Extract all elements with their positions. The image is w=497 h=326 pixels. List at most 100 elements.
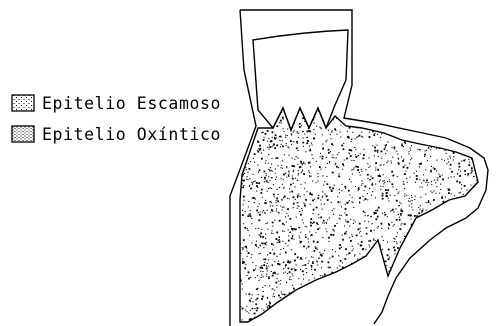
stipple-dot — [432, 192, 433, 193]
stipple-dot — [446, 305, 447, 306]
stipple-dot — [429, 320, 430, 321]
stipple-dot — [377, 282, 379, 284]
stipple-dot — [291, 249, 292, 250]
stipple-dot — [391, 274, 393, 276]
stipple-dot — [339, 303, 340, 304]
stipple-dot — [413, 240, 415, 242]
stipple-dot — [331, 312, 333, 314]
stipple-dot — [421, 212, 422, 213]
stipple-dot — [387, 254, 389, 256]
stipple-dot — [367, 281, 368, 282]
stipple-dot — [305, 236, 307, 238]
stipple-dot — [369, 246, 370, 247]
stipple-dot — [454, 136, 455, 137]
stipple-dot — [302, 142, 304, 144]
stipple-dot — [237, 155, 238, 156]
stipple-dot — [260, 318, 261, 319]
stipple-dot — [257, 117, 258, 118]
stipple-dot — [361, 316, 363, 318]
stipple-dot — [318, 105, 319, 106]
stipple-dot — [265, 133, 267, 135]
stipple-dot — [352, 250, 353, 251]
stipple-dot — [267, 263, 268, 264]
stipple-dot — [392, 147, 393, 148]
stipple-dot — [270, 201, 271, 202]
stipple-dot — [269, 180, 270, 181]
stipple-dot — [352, 173, 353, 174]
stipple-dot — [380, 164, 381, 165]
stipple-dot — [286, 167, 287, 168]
stipple-dot — [449, 209, 450, 210]
stipple-dot — [453, 301, 454, 302]
stipple-dot — [288, 175, 289, 176]
stipple-dot — [382, 126, 384, 128]
stipple-dot — [360, 153, 361, 154]
stipple-dot — [461, 266, 463, 268]
stipple-dot — [429, 121, 430, 122]
stipple-dot — [478, 144, 480, 146]
stipple-dot — [338, 201, 339, 202]
stipple-dot — [359, 202, 360, 203]
stipple-dot — [470, 293, 471, 294]
stipple-dot — [476, 302, 478, 304]
stipple-dot — [341, 190, 342, 191]
stipple-dot — [461, 288, 462, 289]
stipple-dot — [421, 256, 422, 257]
stipple-dot — [445, 204, 447, 206]
stipple-dot — [334, 185, 335, 186]
stipple-dot — [386, 162, 387, 163]
stipple-dot — [437, 177, 438, 178]
stipple-dot — [474, 311, 475, 312]
stipple-dot — [423, 305, 424, 306]
stipple-dot — [319, 252, 320, 253]
stipple-dot — [470, 141, 471, 142]
stipple-dot — [382, 193, 383, 194]
stipple-dot — [461, 257, 462, 258]
stipple-dot — [424, 256, 425, 257]
stipple-dot — [301, 284, 302, 285]
stipple-dot — [401, 118, 402, 119]
stipple-dot — [404, 223, 406, 225]
stipple-dot — [373, 259, 375, 261]
stipple-dot — [451, 304, 452, 305]
stipple-dot — [308, 141, 309, 142]
stipple-dot — [433, 191, 434, 192]
stipple-dot — [349, 225, 350, 226]
stipple-dot — [441, 242, 442, 243]
stipple-dot — [460, 192, 461, 193]
stipple-dot — [274, 137, 275, 138]
stipple-dot — [413, 303, 415, 305]
stipple-dot — [397, 247, 399, 249]
stipple-dot — [445, 197, 446, 198]
stipple-dot — [307, 105, 308, 106]
stipple-dot — [465, 212, 466, 213]
stipple-dot — [422, 258, 423, 259]
stipple-dot — [451, 301, 452, 302]
stipple-dot — [268, 176, 269, 177]
stipple-dot — [467, 189, 468, 190]
stipple-dot — [322, 315, 323, 316]
stipple-dot — [327, 199, 329, 201]
stipple-dot — [452, 298, 453, 299]
stipple-dot — [391, 275, 392, 276]
stipple-dot — [350, 319, 351, 320]
stipple-dot — [300, 259, 301, 260]
stipple-dot — [462, 222, 464, 224]
stipple-dot — [361, 275, 362, 276]
stipple-dot — [286, 166, 287, 167]
stipple-dot — [387, 142, 388, 143]
stipple-dot — [278, 165, 279, 166]
stipple-dot — [434, 287, 436, 289]
stipple-dot — [284, 154, 285, 155]
stipple-dot — [393, 238, 394, 239]
stipple-dot — [238, 197, 239, 198]
stipple-dot — [271, 202, 272, 203]
stipple-dot — [460, 227, 461, 228]
stipple-dot — [457, 227, 458, 228]
stipple-dot — [388, 227, 389, 228]
stipple-dot — [304, 315, 305, 316]
stipple-dot — [417, 127, 418, 128]
stipple-dot — [360, 312, 361, 313]
stipple-dot — [253, 158, 254, 159]
stipple-dot — [440, 221, 441, 222]
